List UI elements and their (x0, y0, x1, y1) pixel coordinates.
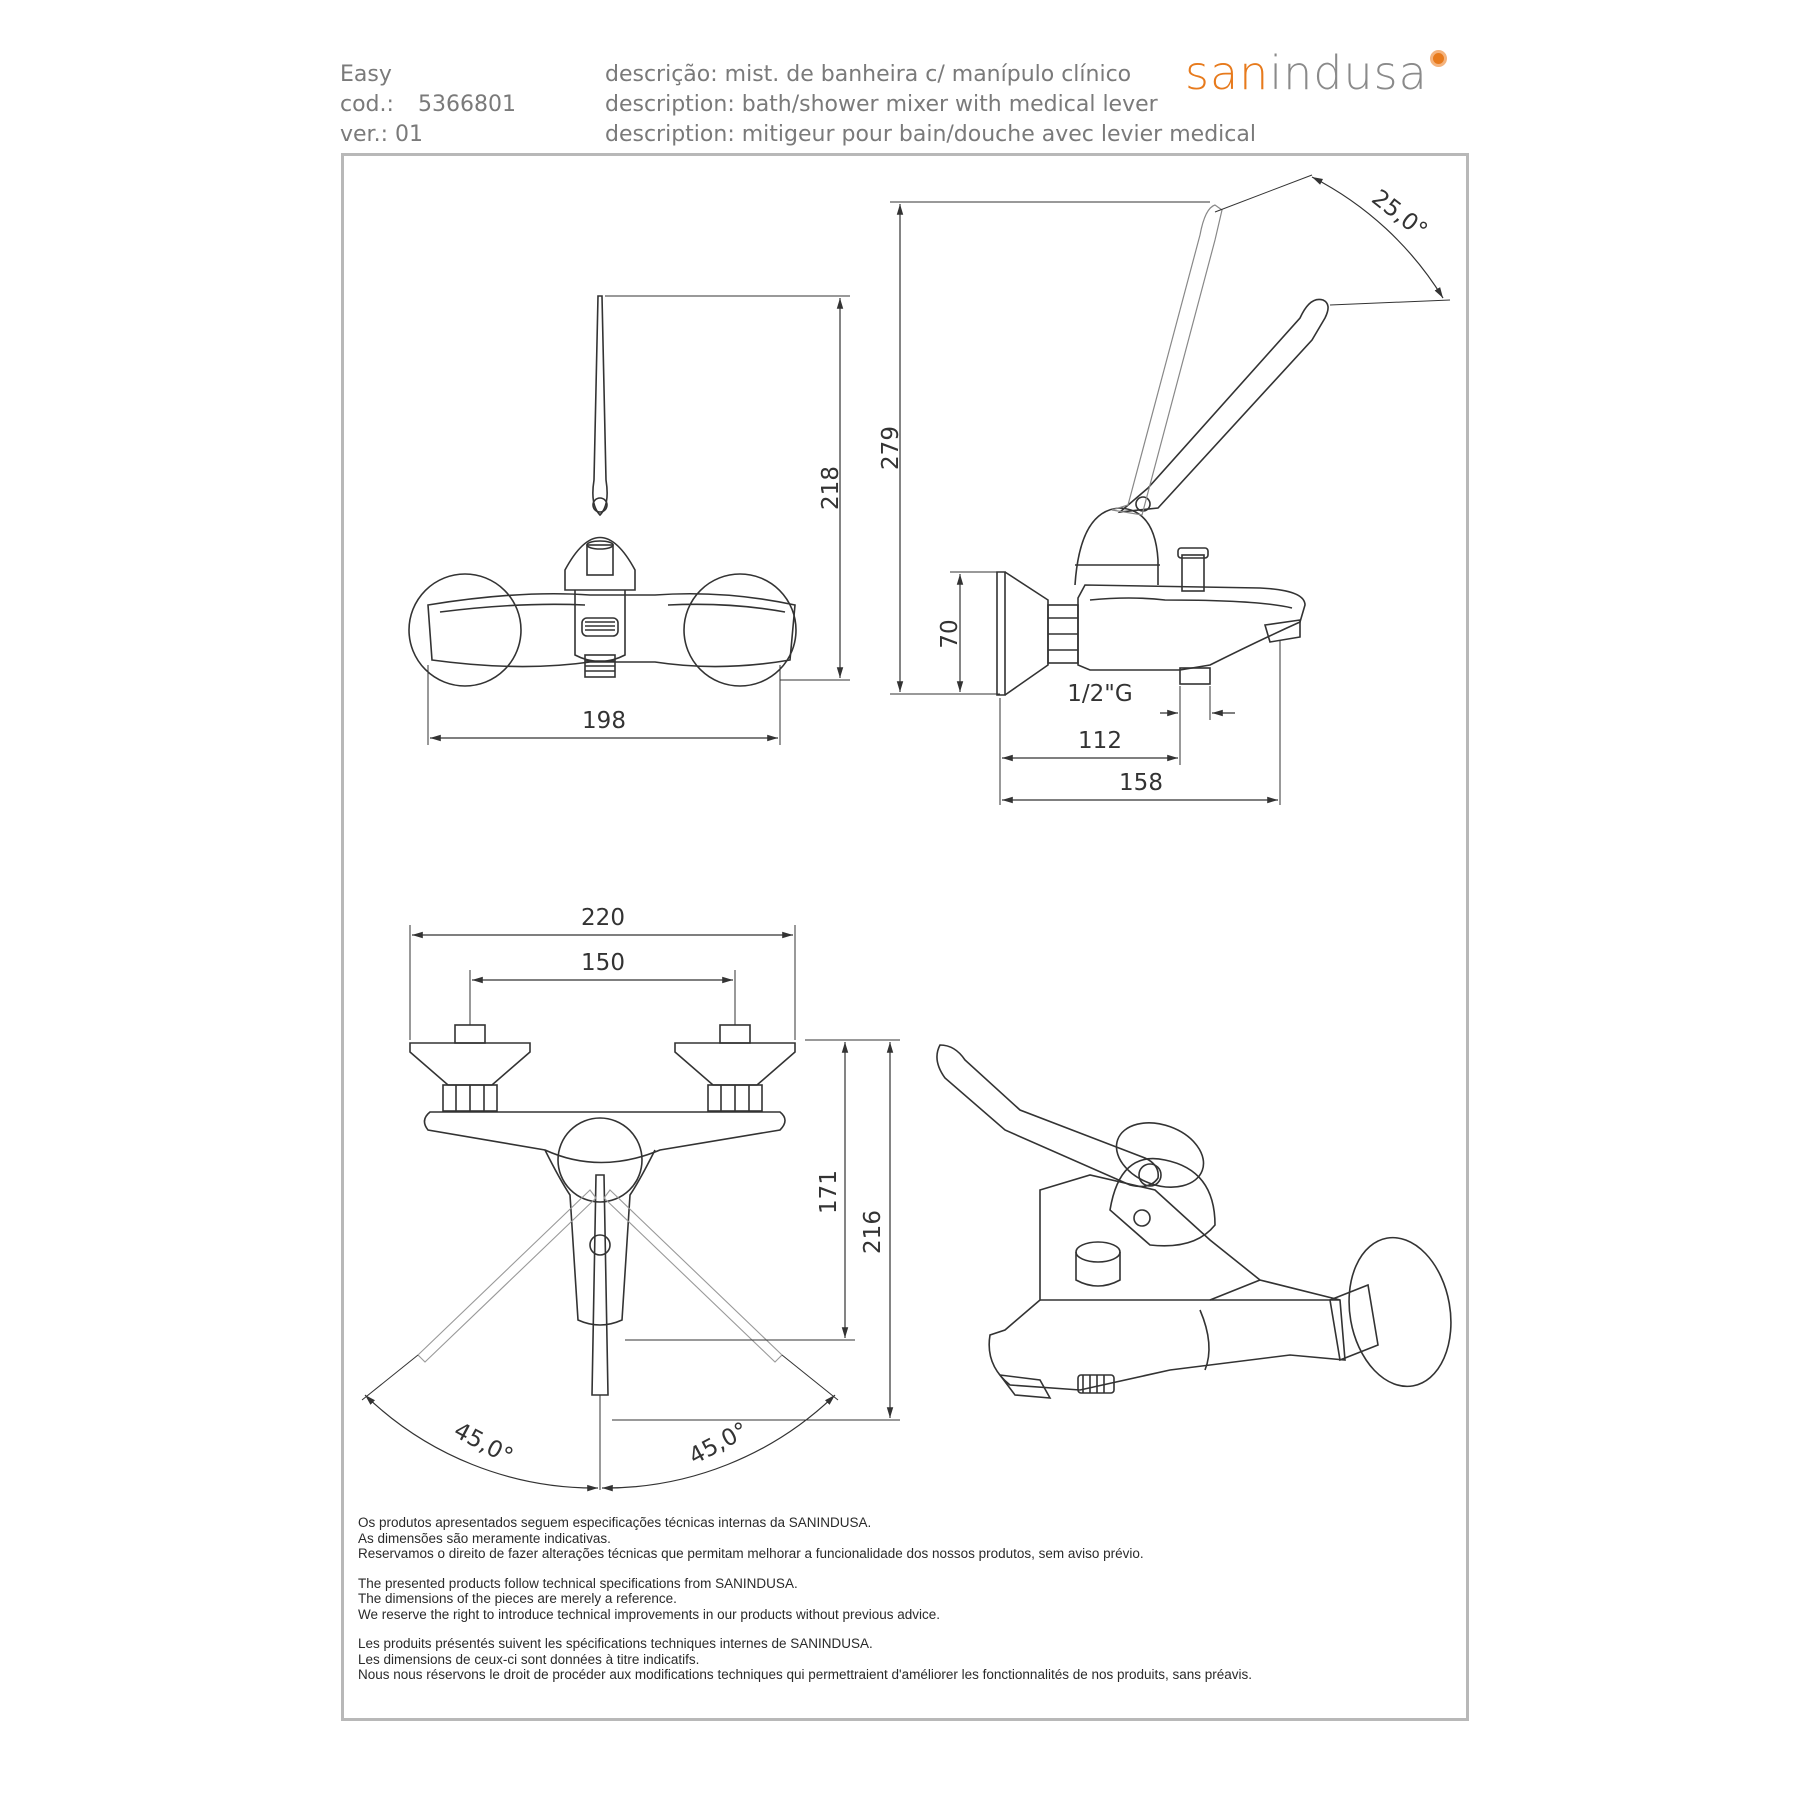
logo-part-san: san (1185, 46, 1270, 100)
notes-fr: Les produits présentés suivent les spéci… (358, 1636, 1252, 1683)
code-value: 5366801 (418, 92, 516, 117)
logo-dot-icon (1429, 50, 1447, 67)
dim-thread: 1/2"G (1067, 681, 1132, 707)
drawing-frame (341, 153, 1469, 1721)
dim-angle-left: 45,0° (449, 1418, 517, 1470)
note-line: The presented products follow technical … (358, 1575, 798, 1591)
notes-pt: Os produtos apresentados seguem especifi… (358, 1515, 1252, 1562)
description-pt: descrição: mist. de banheira c/ manípulo… (605, 62, 1132, 87)
dim-side-total-height: 279 (878, 426, 904, 470)
notes-en: The presented products follow technical … (358, 1576, 1252, 1623)
header-left: Easy cod.: ver.: 01 (340, 60, 423, 150)
sanindusa-logo: sanindusa (1185, 46, 1447, 100)
product-name: Easy (340, 62, 392, 87)
top-dimensions (361, 925, 900, 1492)
version-label: ver.: 01 (340, 122, 423, 147)
front-dimensions (427, 295, 850, 745)
disclaimer-notes: Os produtos apresentados seguem especifi… (358, 1515, 1252, 1697)
dim-top-height-body: 171 (816, 1170, 842, 1214)
description-en: description: bath/shower mixer with medi… (605, 92, 1158, 117)
note-line: We reserve the right to introduce techni… (358, 1606, 941, 1622)
note-line: Les produits présentés suivent les spéci… (358, 1636, 873, 1651)
front-view (408, 295, 797, 687)
note-line: Reservamos o direito de fazer alterações… (358, 1546, 1144, 1561)
dim-side-body-height: 70 (937, 619, 963, 648)
dim-side-angle: 25,0° (1367, 185, 1432, 244)
side-view (996, 204, 1329, 696)
code-label: cod.: (340, 92, 394, 117)
dim-top-width-centers: 150 (581, 950, 625, 976)
dim-front-width: 198 (582, 708, 626, 734)
note-line: Os produtos apresentados seguem especifi… (358, 1515, 872, 1530)
dim-side-depth-total: 158 (1119, 770, 1163, 796)
note-line: As dimensões são meramente indicativas. (358, 1530, 611, 1546)
logo-part-indusa: indusa (1269, 46, 1428, 100)
code-value-box: 5366801 (418, 90, 516, 120)
side-dimensions (890, 174, 1451, 805)
note-line: Les dimensions de ceux-ci sont données à… (358, 1651, 700, 1667)
dim-front-height: 218 (818, 466, 844, 510)
note-line: Nous nous réservons le droit de procéder… (358, 1667, 1253, 1682)
dim-angle-right: 45,0° (685, 1418, 753, 1470)
note-line: The dimensions of the pieces are merely … (358, 1591, 677, 1606)
dim-side-depth-outlet: 112 (1078, 728, 1122, 754)
header-descriptions: descrição: mist. de banheira c/ manípulo… (605, 60, 1256, 150)
dim-top-width-total: 220 (581, 905, 625, 931)
isometric-view (936, 1044, 1452, 1399)
description-fr: description: mitigeur pour bain/douche a… (605, 122, 1256, 147)
dim-top-height-total: 216 (860, 1210, 886, 1254)
